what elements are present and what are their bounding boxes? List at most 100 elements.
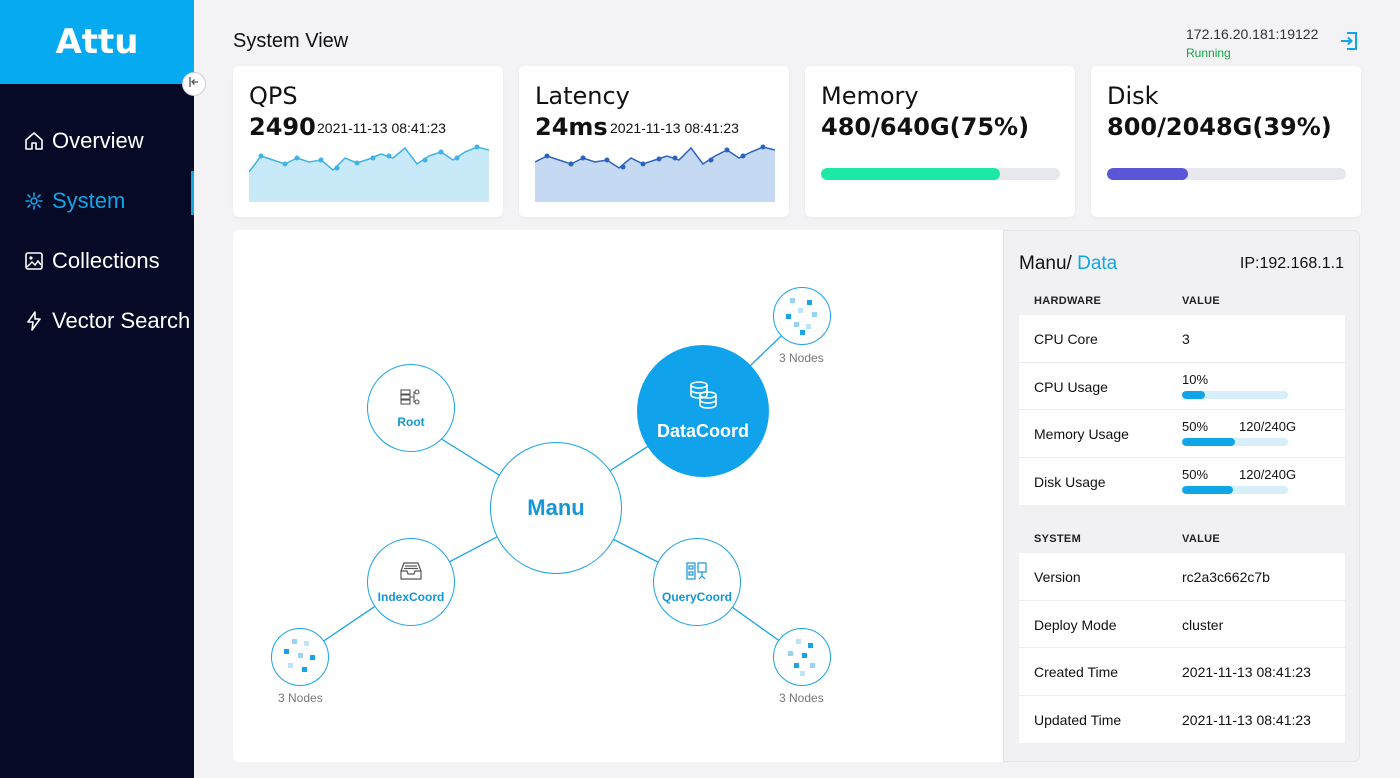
indexcoord-node[interactable]: IndexCoord	[367, 538, 455, 626]
root-icon	[400, 388, 422, 409]
qps-sparkline	[249, 144, 489, 202]
connection-status: Running	[1186, 46, 1231, 60]
connection-address: 172.16.20.181:19122	[1186, 26, 1319, 42]
root-label: Root	[397, 414, 425, 429]
system-header: SYSTEM	[1034, 533, 1082, 545]
inbox-icon	[399, 561, 423, 584]
row-value: 3	[1182, 331, 1190, 347]
table-row: CPU Usage 10%	[1019, 363, 1345, 410]
table-row: Memory Usage 50% 120/240G	[1019, 410, 1345, 458]
disk-usage-bar	[1182, 485, 1288, 494]
row-amount: 120/240G	[1239, 466, 1297, 482]
row-amount: 120/240G	[1239, 419, 1297, 434]
qps-title: QPS	[249, 82, 298, 110]
row-value: 2021-11-13 08:41:23	[1182, 664, 1311, 680]
row-percent: 10%	[1182, 371, 1209, 387]
sidebar-item-overview[interactable]: Overview	[0, 111, 194, 171]
table-row: Version rc2a3c662c7b	[1019, 553, 1345, 601]
table-row: Deploy Mode cluster	[1019, 601, 1345, 648]
latency-sparkline	[535, 144, 775, 202]
row-value: 2021-11-13 08:41:23	[1182, 711, 1311, 728]
sidebar-nav: Overview System Collections Vector Searc…	[0, 111, 194, 351]
system-value-header: VALUE	[1182, 533, 1220, 545]
disk-progress-fill	[1107, 168, 1189, 180]
row-percent: 50%	[1182, 419, 1209, 434]
sidebar: Attu Overview System Collections Vector …	[0, 0, 194, 778]
row-key: Updated Time	[1034, 711, 1122, 728]
querycoord-nodes-pack[interactable]	[773, 628, 831, 686]
disk-card: Disk 800/2048G(39%)	[1091, 66, 1361, 217]
nodes-pack-icon	[788, 639, 815, 676]
datacoord-node[interactable]: DataCoord	[637, 345, 769, 477]
row-value: cluster	[1182, 616, 1224, 633]
table-row: Created Time 2021-11-13 08:41:23	[1019, 648, 1345, 696]
manu-label: Manu	[527, 495, 585, 520]
indexcoord-label: IndexCoord	[377, 589, 445, 604]
topology-panel: Root Manu DataCoord IndexCoord QueryCoor…	[233, 230, 1003, 762]
querycoord-nodes-label: 3 Nodes	[779, 691, 824, 705]
row-key: Created Time	[1034, 664, 1119, 680]
memory-usage-bar	[1182, 438, 1288, 446]
row-key: Deploy Mode	[1034, 616, 1117, 633]
row-key: Memory Usage	[1034, 426, 1129, 442]
latency-card: Latency 24ms 2021-11-13 08:41:23	[519, 66, 789, 217]
table-row: CPU Core 3	[1019, 315, 1345, 363]
qps-time: 2021-11-13 08:41:23	[317, 120, 446, 136]
disk-value: 800/2048G(39%)	[1107, 113, 1332, 141]
sidebar-item-label: Collections	[52, 248, 160, 273]
sidebar-item-label: Overview	[52, 128, 144, 153]
qps-card: QPS 2490 2021-11-13 08:41:23	[233, 66, 503, 217]
latency-title: Latency	[535, 82, 630, 110]
table-row: Updated Time 2021-11-13 08:41:23	[1019, 696, 1345, 744]
querycoord-label: QueryCoord	[661, 589, 732, 604]
node-detail-panel: Manu/ Data IP:192.168.1.1 HARDWARE VALUE…	[1003, 230, 1360, 762]
sidebar-item-collections[interactable]: Collections	[0, 231, 194, 291]
datacoord-nodes-pack[interactable]	[773, 287, 831, 345]
app-logo[interactable]: Attu	[0, 0, 194, 84]
detail-path-accent[interactable]: Data	[1077, 253, 1118, 274]
memory-progress-fill	[821, 168, 1001, 180]
disk-progress-bar	[1107, 168, 1346, 180]
detail-path: Manu/	[1019, 253, 1072, 274]
memory-title: Memory	[821, 82, 919, 110]
collapse-icon	[188, 75, 200, 93]
query-icon	[685, 561, 709, 584]
page-title: System View	[233, 30, 349, 52]
sidebar-item-label: Vector Search	[52, 308, 191, 333]
home-icon	[24, 131, 44, 151]
datacoord-nodes-label: 3 Nodes	[779, 351, 824, 365]
latency-time: 2021-11-13 08:41:23	[610, 120, 739, 136]
sidebar-item-vector-search[interactable]: Vector Search	[0, 291, 194, 351]
hardware-table: CPU Core 3 CPU Usage 10% Memory Usage 50…	[1019, 315, 1345, 505]
querycoord-node[interactable]: QueryCoord	[653, 538, 741, 626]
manu-center-node[interactable]: Manu	[490, 442, 622, 574]
disk-title: Disk	[1107, 82, 1159, 110]
qps-value: 2490	[249, 113, 316, 141]
row-key: CPU Core	[1034, 331, 1098, 347]
database-icon	[686, 380, 720, 415]
memory-usage-fill	[1182, 438, 1235, 446]
cpu-usage-fill	[1182, 390, 1206, 399]
row-key: CPU Usage	[1034, 378, 1108, 395]
cpu-usage-bar	[1182, 390, 1288, 399]
logout-button[interactable]	[1338, 30, 1360, 57]
root-node[interactable]: Root	[367, 364, 455, 452]
detail-ip: IP:192.168.1.1	[1239, 255, 1344, 272]
indexcoord-nodes-label: 3 Nodes	[278, 691, 323, 705]
detail-breadcrumb: Manu/ Data	[1019, 253, 1117, 275]
image-icon	[24, 251, 44, 271]
table-row: Disk Usage 50% 120/240G	[1019, 458, 1345, 506]
latency-value: 24ms	[535, 113, 608, 141]
row-key: Disk Usage	[1034, 473, 1106, 490]
memory-progress-bar	[821, 168, 1060, 180]
row-value: rc2a3c662c7b	[1182, 569, 1270, 585]
collapse-sidebar-button[interactable]	[182, 72, 206, 96]
sidebar-item-system[interactable]: System	[0, 171, 194, 231]
disk-usage-fill	[1182, 485, 1233, 494]
row-key: Version	[1034, 569, 1081, 585]
nodes-pack-icon	[284, 639, 315, 672]
datacoord-label: DataCoord	[656, 421, 749, 441]
memory-card: Memory 480/640G(75%)	[805, 66, 1075, 217]
hardware-header: HARDWARE	[1034, 295, 1102, 307]
indexcoord-nodes-pack[interactable]	[271, 628, 329, 686]
